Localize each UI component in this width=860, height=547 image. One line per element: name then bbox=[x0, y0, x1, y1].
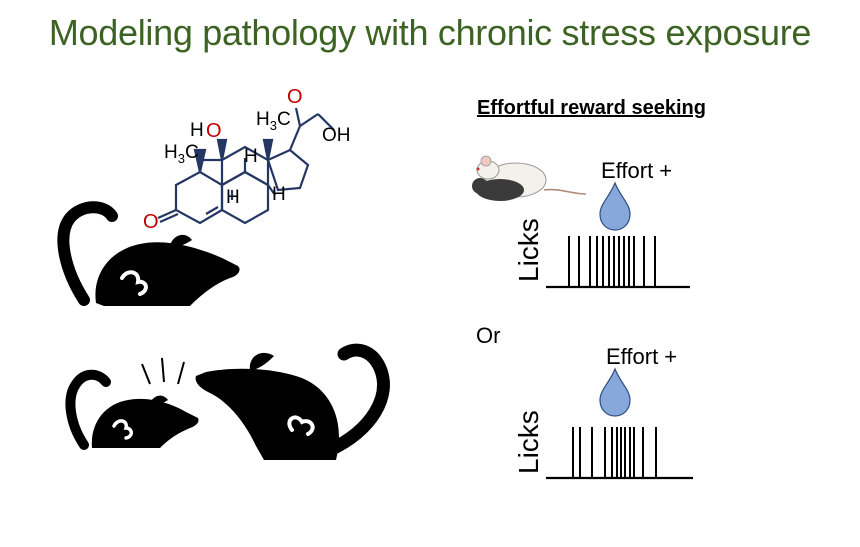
hydrogen-label-2: H bbox=[226, 187, 240, 208]
corticosterone-molecule bbox=[157, 107, 335, 225]
lick-raster-2 bbox=[572, 427, 657, 478]
mouse-dominance-icon bbox=[65, 343, 390, 460]
licks-ylabel-1: Licks bbox=[513, 218, 544, 282]
effort-label-2: Effort + bbox=[606, 344, 677, 369]
hydroxy-o-label: O bbox=[206, 120, 222, 142]
hydroxyl-label: OH bbox=[322, 125, 351, 146]
methyl-top-label: H3C bbox=[256, 109, 291, 133]
lick-raster-1 bbox=[568, 236, 656, 287]
water-drop-icon bbox=[599, 181, 631, 231]
hydroxy-h-label: H bbox=[190, 120, 204, 141]
molecule-labels: O OH H3C H O H3C H H H O bbox=[143, 86, 351, 233]
ring-d bbox=[266, 148, 310, 192]
oxygen-ketone-label: O bbox=[143, 211, 159, 233]
or-label: Or bbox=[476, 323, 500, 348]
methyl-left-label: H3C bbox=[164, 142, 199, 166]
licks-ylabel-2: Licks bbox=[513, 410, 544, 474]
page-title: Modeling pathology with chronic stress e… bbox=[48, 12, 812, 53]
panel-heading: Effortful reward seeking bbox=[477, 97, 706, 119]
hydrogen-label-3: H bbox=[272, 184, 286, 205]
oxygen-top-label: O bbox=[287, 86, 303, 108]
hydrogen-label-1: H bbox=[244, 146, 258, 167]
mouse-drawing-icon bbox=[472, 155, 587, 201]
mouse-silhouette-icon bbox=[57, 201, 240, 306]
ring-a bbox=[174, 170, 224, 225]
effort-label-1: Effort + bbox=[601, 158, 672, 183]
water-drop-icon bbox=[599, 367, 631, 417]
